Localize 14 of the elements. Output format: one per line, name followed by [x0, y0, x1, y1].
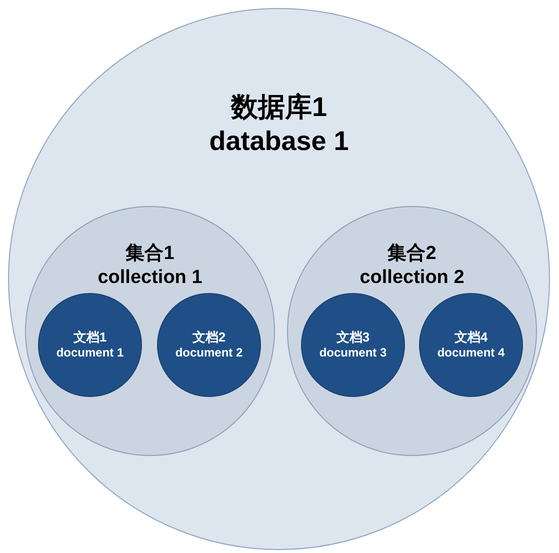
document-title: document 2	[175, 346, 243, 361]
document-title-chinese: 文档3	[336, 329, 370, 346]
database-title-chinese: 数据库1	[230, 91, 328, 124]
collection-title-chinese: 集合1	[126, 242, 174, 266]
database-title: database 1	[209, 124, 349, 158]
collection-title: collection 2	[360, 266, 464, 290]
document-title-chinese: 文档1	[73, 329, 107, 346]
collection-title-chinese: 集合2	[388, 242, 436, 266]
document-title: document 4	[437, 346, 505, 361]
collection-title: collection 1	[98, 266, 202, 290]
document-title: document 1	[56, 346, 124, 361]
document-title-chinese: 文档2	[192, 329, 226, 346]
document-title-chinese: 文档4	[454, 329, 488, 346]
document-title: document 3	[319, 346, 387, 361]
